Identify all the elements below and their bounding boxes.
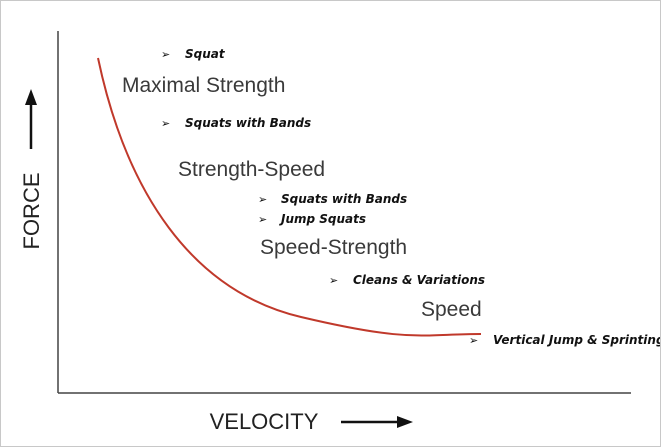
zone-strength-speed: Strength-Speed ➢ Squats with Bands ➢ Jum… [178, 158, 407, 226]
zone-maximal-strength: ➢ Squat Maximal Strength ➢ Squats with B… [122, 47, 311, 130]
bullet-item: Cleans & Variations [353, 273, 485, 287]
bullet-item: Squats with Bands [185, 116, 311, 130]
bullet-arrow-icon: ➢ [469, 334, 478, 347]
bullet-item: Jump Squats [279, 212, 366, 226]
zone-label: Maximal Strength [122, 74, 285, 97]
zone-label: Speed-Strength [260, 236, 407, 259]
zone-speed-strength: Speed-Strength ➢ Cleans & Variations [260, 236, 485, 287]
bullet-item: Squats with Bands [281, 192, 407, 206]
force-velocity-curve [97, 57, 482, 337]
zone-label: Strength-Speed [178, 158, 325, 181]
bullet-arrow-icon: ➢ [329, 274, 338, 287]
bullet-arrow-icon: ➢ [161, 48, 170, 61]
y-axis-title: FORCE [19, 173, 44, 250]
bullet-arrow-icon: ➢ [258, 213, 267, 226]
zone-speed: Speed ➢ Vertical Jump & Sprinting [421, 298, 660, 347]
bullet-item: Squat [185, 47, 226, 61]
x-axis-title: VELOCITY [210, 409, 319, 434]
y-axis-arrow-icon [25, 89, 37, 149]
bullet-arrow-icon: ➢ [161, 117, 170, 130]
zone-label: Speed [421, 298, 482, 321]
x-axis-arrow-icon [341, 416, 413, 428]
bullet-arrow-icon: ➢ [258, 193, 267, 206]
bullet-item: Vertical Jump & Sprinting [493, 333, 660, 347]
